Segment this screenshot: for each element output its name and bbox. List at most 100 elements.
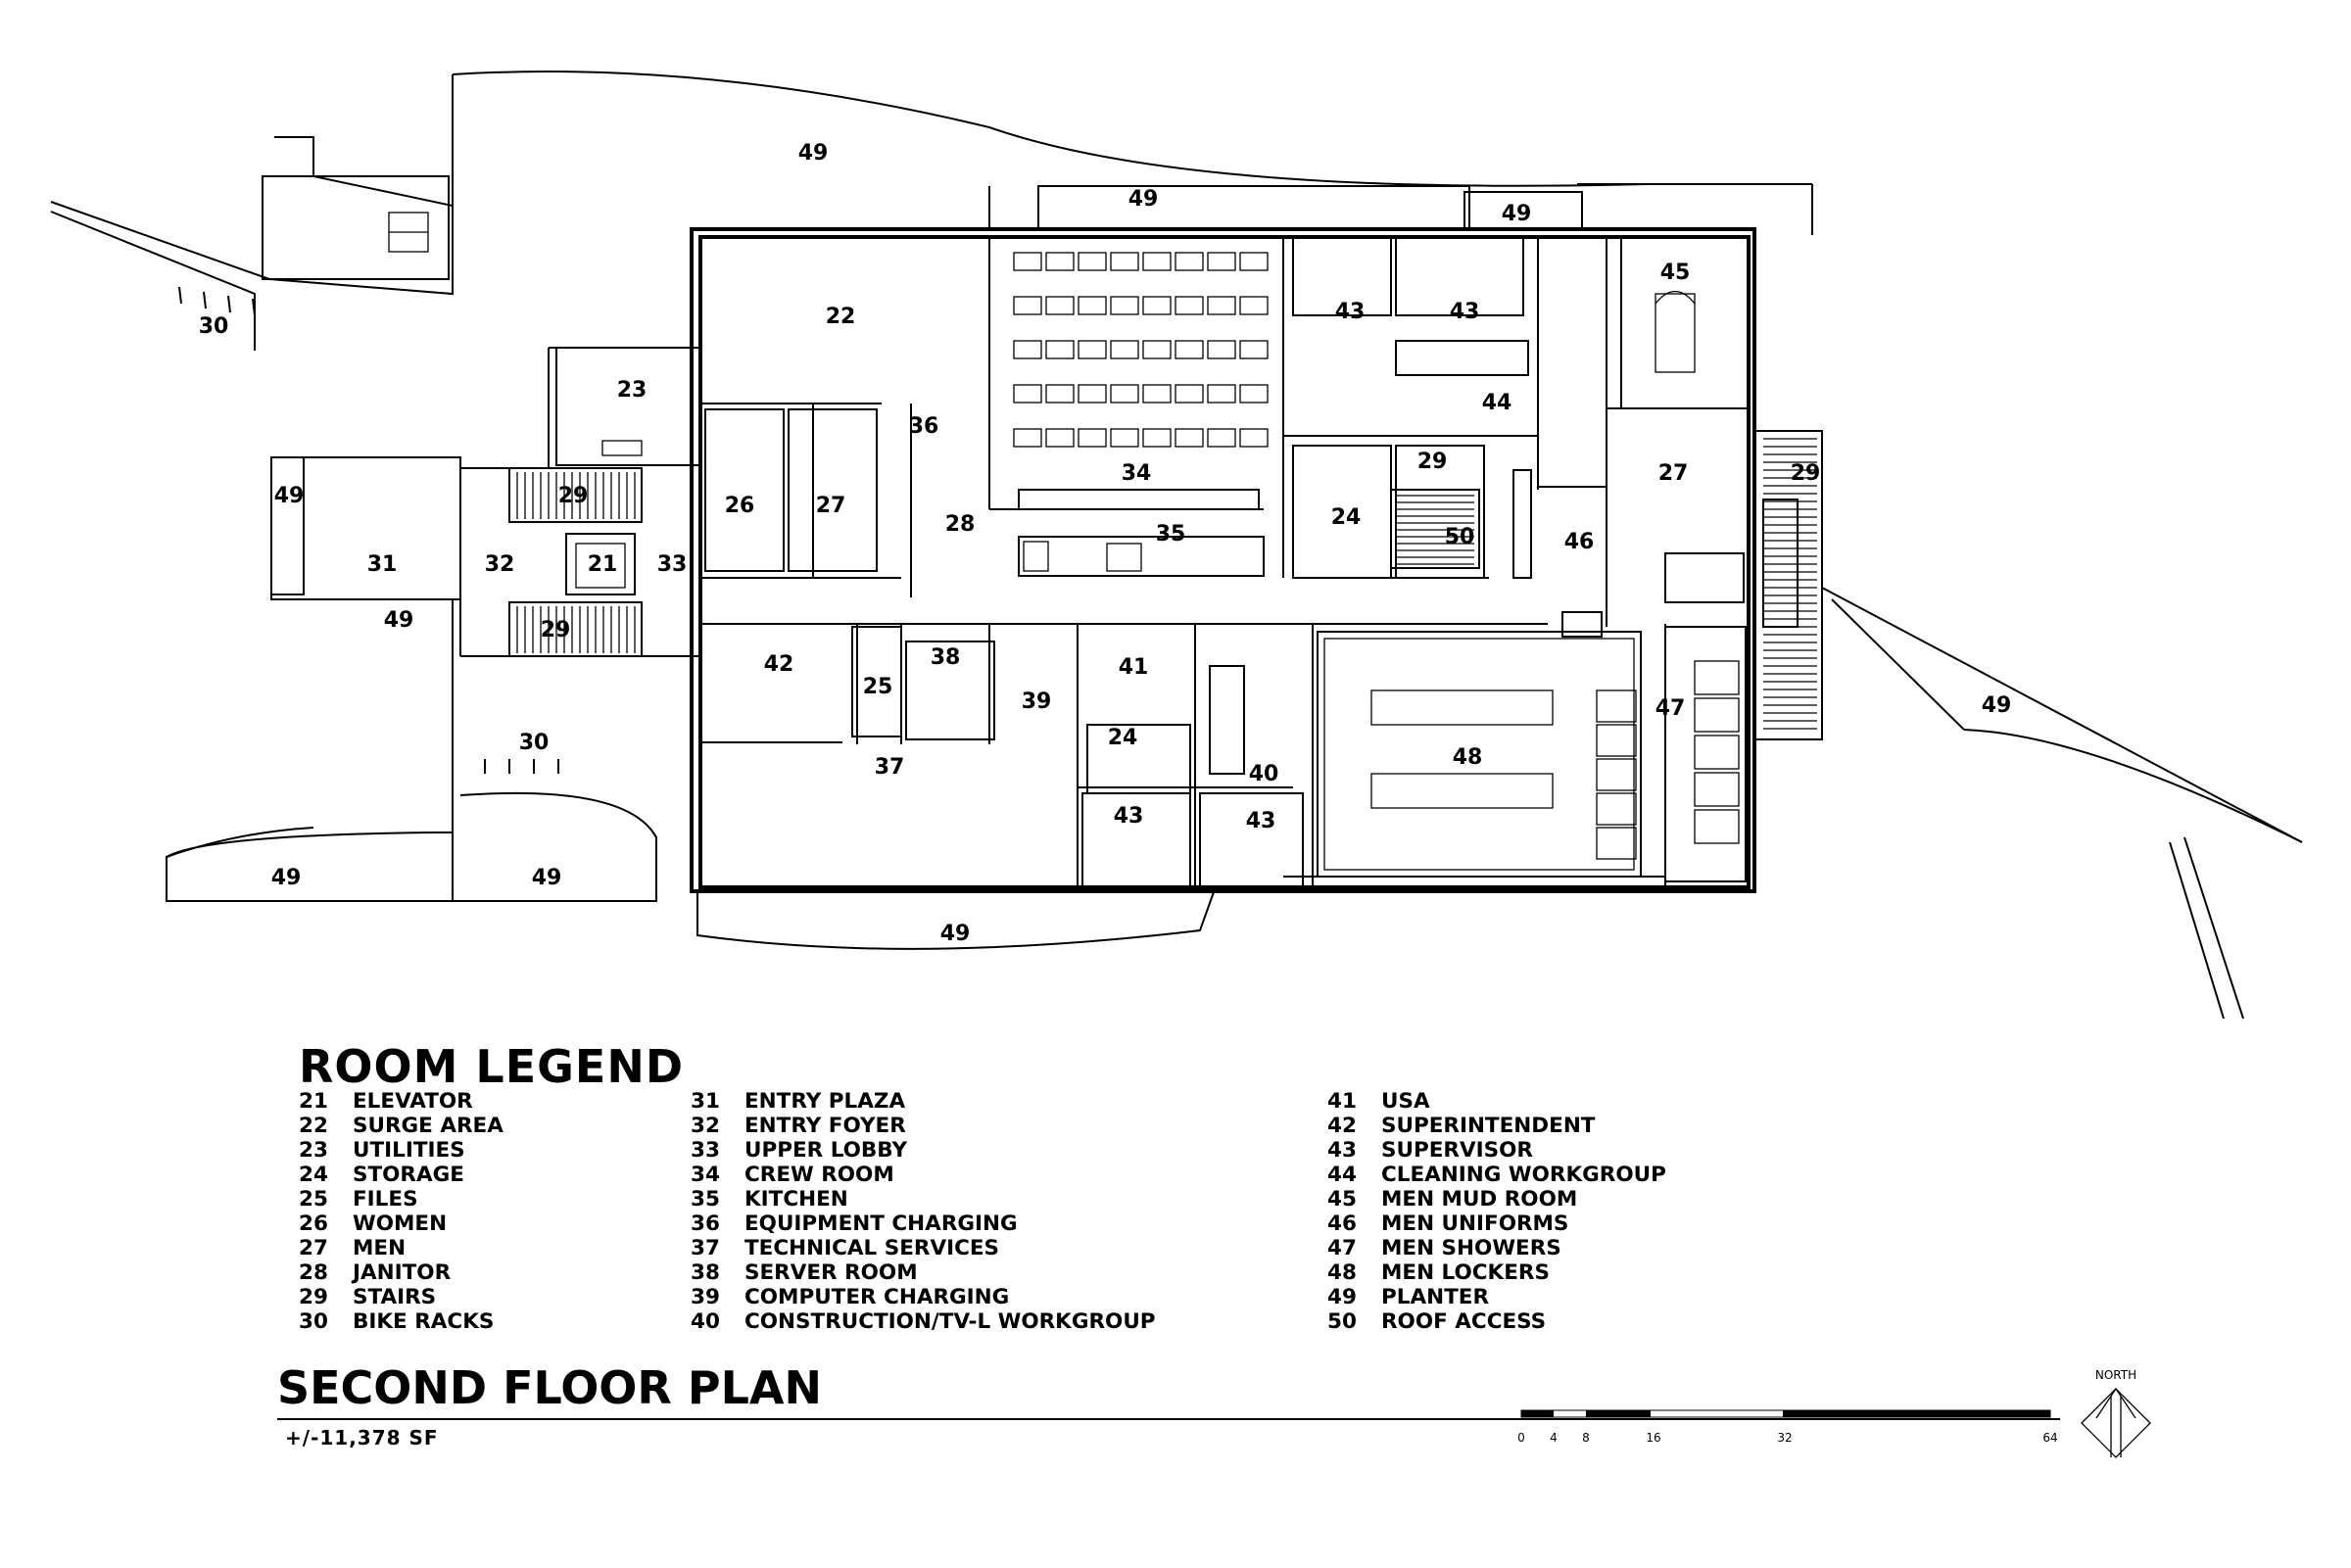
room-label: 32 bbox=[485, 552, 515, 577]
legend-number: 34 bbox=[691, 1163, 720, 1187]
legend-room-name: UPPER LOBBY bbox=[744, 1138, 908, 1163]
room-label: 49 bbox=[940, 922, 971, 946]
legend-room-name: FILES bbox=[353, 1187, 418, 1212]
floor-area: +/-11,378 SF bbox=[285, 1426, 439, 1449]
legend-number: 24 bbox=[299, 1163, 328, 1187]
north-label: NORTH bbox=[2095, 1368, 2136, 1382]
room-label: 23 bbox=[617, 378, 648, 403]
room-label: 43 bbox=[1450, 300, 1480, 324]
legend-number: 26 bbox=[299, 1212, 328, 1236]
room-labels: 49 49 49 30 22 23 43 43 45 44 36 49 29 2… bbox=[199, 141, 2012, 946]
legend-number: 30 bbox=[299, 1309, 328, 1334]
room-label: 29 bbox=[1417, 450, 1448, 474]
legend-room-name: BIKE RACKS bbox=[353, 1309, 495, 1334]
room-label: 46 bbox=[1564, 530, 1595, 554]
scale-label: 16 bbox=[1646, 1431, 1660, 1445]
legend-number: 22 bbox=[299, 1114, 328, 1138]
legend-item: 46 MEN UNIFORMS bbox=[1327, 1212, 1666, 1236]
room-label: 24 bbox=[1331, 505, 1362, 530]
legend-item: 48 MEN LOCKERS bbox=[1327, 1260, 1666, 1285]
room-label: 48 bbox=[1453, 745, 1483, 770]
room-label: 25 bbox=[863, 675, 893, 699]
scale-label: 4 bbox=[1550, 1431, 1558, 1445]
legend-number: 41 bbox=[1327, 1089, 1357, 1114]
legend-item: 36 EQUIPMENT CHARGING bbox=[691, 1212, 1156, 1236]
room-label: 47 bbox=[1655, 696, 1686, 721]
legend-number: 21 bbox=[299, 1089, 328, 1114]
room-label: 49 bbox=[1502, 202, 1532, 226]
legend-number: 37 bbox=[691, 1236, 720, 1260]
room-label: 44 bbox=[1482, 391, 1512, 415]
room-label: 29 bbox=[541, 618, 571, 642]
room-label: 29 bbox=[1791, 461, 1821, 486]
room-label: 40 bbox=[1249, 762, 1279, 786]
crew-room-tables bbox=[1013, 252, 1269, 448]
room-label: 33 bbox=[657, 552, 688, 577]
room-label: 27 bbox=[1658, 461, 1689, 486]
room-label: 49 bbox=[532, 866, 562, 890]
legend-room-name: SURGE AREA bbox=[353, 1114, 504, 1138]
bike-rack-icons bbox=[178, 286, 256, 316]
legend-number: 44 bbox=[1327, 1163, 1357, 1187]
legend-room-name: TECHNICAL SERVICES bbox=[744, 1236, 1000, 1260]
room-label: 29 bbox=[558, 484, 589, 508]
room-label: 45 bbox=[1660, 261, 1691, 285]
legend-number: 29 bbox=[299, 1285, 328, 1309]
legend-number: 36 bbox=[691, 1212, 720, 1236]
legend-number: 46 bbox=[1327, 1212, 1357, 1236]
building-walls bbox=[459, 227, 1799, 893]
room-label: 26 bbox=[725, 494, 755, 518]
legend-room-name: MEN bbox=[353, 1236, 407, 1260]
legend-room-name: SERVER ROOM bbox=[744, 1260, 918, 1285]
legend-room-name: CLEANING WORKGROUP bbox=[1381, 1163, 1666, 1187]
legend-room-name: PLANTER bbox=[1381, 1285, 1489, 1309]
room-label: 43 bbox=[1335, 300, 1366, 324]
legend-number: 28 bbox=[299, 1260, 328, 1285]
legend-room-name: MEN LOCKERS bbox=[1381, 1260, 1550, 1285]
room-label: 30 bbox=[519, 731, 550, 755]
room-label: 49 bbox=[1982, 693, 2012, 718]
room-label: 36 bbox=[909, 414, 939, 439]
title-divider bbox=[277, 1418, 2060, 1420]
legend-number: 49 bbox=[1327, 1285, 1357, 1309]
legend-room-name: EQUIPMENT CHARGING bbox=[744, 1212, 1018, 1236]
legend-number: 48 bbox=[1327, 1260, 1357, 1285]
legend-title: ROOM LEGEND bbox=[299, 1040, 685, 1093]
legend-room-name: MEN UNIFORMS bbox=[1381, 1212, 1569, 1236]
legend-number: 23 bbox=[299, 1138, 328, 1163]
legend-item: 30 BIKE RACKS bbox=[299, 1309, 504, 1334]
legend-number: 43 bbox=[1327, 1138, 1357, 1163]
room-label: 39 bbox=[1022, 689, 1052, 714]
shower-stalls bbox=[1596, 660, 1740, 860]
room-label: 43 bbox=[1246, 809, 1276, 833]
scale-label: 64 bbox=[2042, 1431, 2057, 1445]
north-arrow-icon: NORTH bbox=[2081, 1368, 2151, 1458]
east-stair-treads bbox=[1763, 438, 1817, 730]
room-label: 24 bbox=[1108, 726, 1138, 750]
bike-rack-icons-south bbox=[484, 759, 559, 774]
legend-room-name: KITCHEN bbox=[744, 1187, 848, 1212]
plan-title: SECOND FLOOR PLAN bbox=[277, 1361, 822, 1414]
legend-number: 39 bbox=[691, 1285, 720, 1309]
legend-number: 47 bbox=[1327, 1236, 1357, 1260]
room-label: 30 bbox=[199, 314, 229, 339]
legend-room-name: COMPUTER CHARGING bbox=[744, 1285, 1010, 1309]
legend-room-name: ROOF ACCESS bbox=[1381, 1309, 1547, 1334]
